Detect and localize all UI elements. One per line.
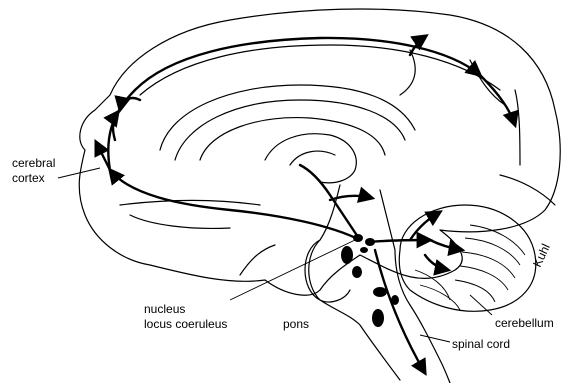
- projection-pathway: [330, 196, 372, 200]
- leader-line-spinal-cord: [420, 335, 450, 342]
- projection-pathway-branch: [113, 112, 118, 140]
- projection-pathway: [110, 170, 360, 240]
- label-cerebellum: cerebellum: [495, 316, 554, 330]
- cortex-sulcus: [515, 90, 520, 165]
- projection-pathway: [410, 212, 440, 240]
- cortex-sulcus: [500, 175, 555, 205]
- brain-outline: [79, 9, 560, 295]
- label-pons: pons: [283, 317, 309, 331]
- cerebellum-folia: [420, 285, 460, 310]
- cerebellum-outline: [399, 205, 535, 311]
- projection-pathway: [480, 75, 515, 125]
- cortex-sulcus: [400, 50, 415, 95]
- cerebellum-folia: [465, 238, 520, 265]
- brainstem-nucleus: [372, 309, 384, 327]
- projection-pathway: [430, 240, 462, 250]
- fornix: [200, 118, 385, 160]
- projection-pathway-branch: [120, 98, 140, 110]
- label-nucleus: nucleus: [144, 302, 185, 316]
- leader-line-cerebral-cortex: [58, 168, 100, 178]
- cerebellum-folia: [455, 280, 495, 302]
- cortex-sulcus: [130, 215, 230, 228]
- locus-coeruleus-nucleus: [360, 247, 368, 253]
- brainstem-nucleus: [373, 287, 387, 297]
- label-spinal-cord: spinal cord: [452, 337, 510, 351]
- thalamus-outline: [290, 151, 335, 165]
- cerebellum-folia: [462, 252, 515, 278]
- thalamus-outline: [265, 134, 356, 183]
- projection-pathway: [425, 255, 448, 270]
- corpus-callosum: [175, 100, 405, 160]
- projection-pathway: [108, 38, 480, 170]
- leader-line-locus-coeruleus: [230, 240, 355, 300]
- brainstem-nucleus: [341, 246, 353, 264]
- cerebellum-folia: [460, 266, 508, 290]
- artist-signature: Kuhl: [530, 242, 553, 270]
- projection-pathway: [370, 240, 430, 242]
- leader-line-cerebellum: [470, 295, 492, 315]
- cortex-sulcus: [140, 45, 500, 95]
- cortex-sulcus: [240, 245, 275, 275]
- label-cerebral: cerebral: [12, 156, 55, 170]
- label-locus-coeruleus: locus coeruleus: [144, 317, 227, 331]
- brainstem-nucleus: [352, 266, 362, 278]
- label-cortex: cortex: [12, 171, 45, 185]
